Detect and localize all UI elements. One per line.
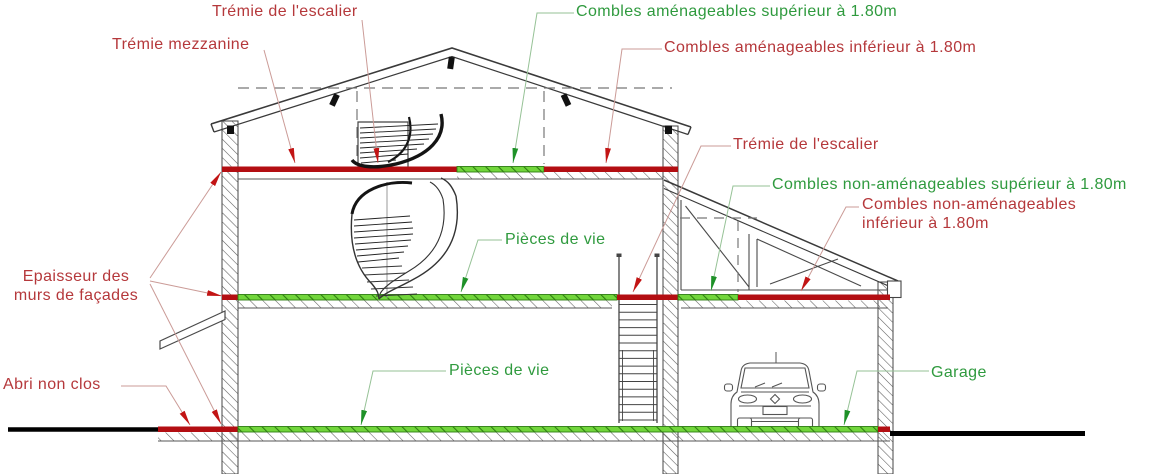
label-combles-amenageables-inf: Combles aménageables inférieur à 1.80m (664, 39, 977, 56)
label-tremie-escalier-top: Trémie de l'escalier (212, 3, 358, 20)
label-garage: Garage (931, 364, 987, 381)
label-epaisseur-murs-line2: murs de façades (13, 286, 139, 304)
label-epaisseur-murs-line1: Epaisseur des (22, 268, 130, 285)
label-abri-non-clos: Abri non clos (3, 376, 101, 393)
label-pieces-de-vie-etage: Pièces de vie (505, 231, 606, 248)
label-combles-non-amenageables-sup: Combles non-aménageables supérieur à 1.8… (772, 176, 1127, 193)
label-combles-non-amenageables-inf: Combles non-aménageables inférieur à 1.8… (862, 196, 1076, 233)
roof-marks (227, 56, 672, 134)
car (723, 352, 827, 429)
floor-mezzanine-structure (238, 172, 663, 180)
label-tremie-escalier-right: Trémie de l'escalier (733, 136, 879, 153)
label-combles-amenageables-sup: Combles aménageables supérieur à 1.80m (576, 3, 898, 20)
garage-180-dashed-lines (680, 217, 757, 292)
floor-first-structure (238, 300, 888, 309)
label-tremie-mezzanine: Trémie mezzanine (112, 36, 250, 53)
label-pieces-de-vie-rdc: Pièces de vie (449, 362, 550, 379)
straight-staircase (616, 253, 660, 423)
label-combles-non-amenageables-inf-line2: inférieur à 1.80m (862, 214, 989, 232)
label-epaisseur-murs: Epaisseur des murs de façades (0, 268, 152, 305)
leader-lines-green (360, 12, 929, 426)
label-combles-non-amenageables-inf-line1: Combles non-aménageables (862, 196, 1077, 213)
wall-right-garage (877, 281, 894, 474)
strips-ground-floor (158, 426, 890, 433)
leader-lines-red (121, 19, 859, 426)
attic-180-dashed-lines (238, 87, 672, 164)
main-roof (210, 47, 692, 136)
strips-mezzanine (222, 166, 678, 173)
attic-stairwell-box (357, 121, 409, 167)
garage-truss (680, 200, 888, 291)
abri-canopy (159, 310, 226, 350)
garage-roof (663, 179, 902, 299)
spiral-staircase (350, 113, 458, 300)
floor-ground-structure (158, 432, 890, 442)
strips-first-floor (222, 294, 890, 301)
